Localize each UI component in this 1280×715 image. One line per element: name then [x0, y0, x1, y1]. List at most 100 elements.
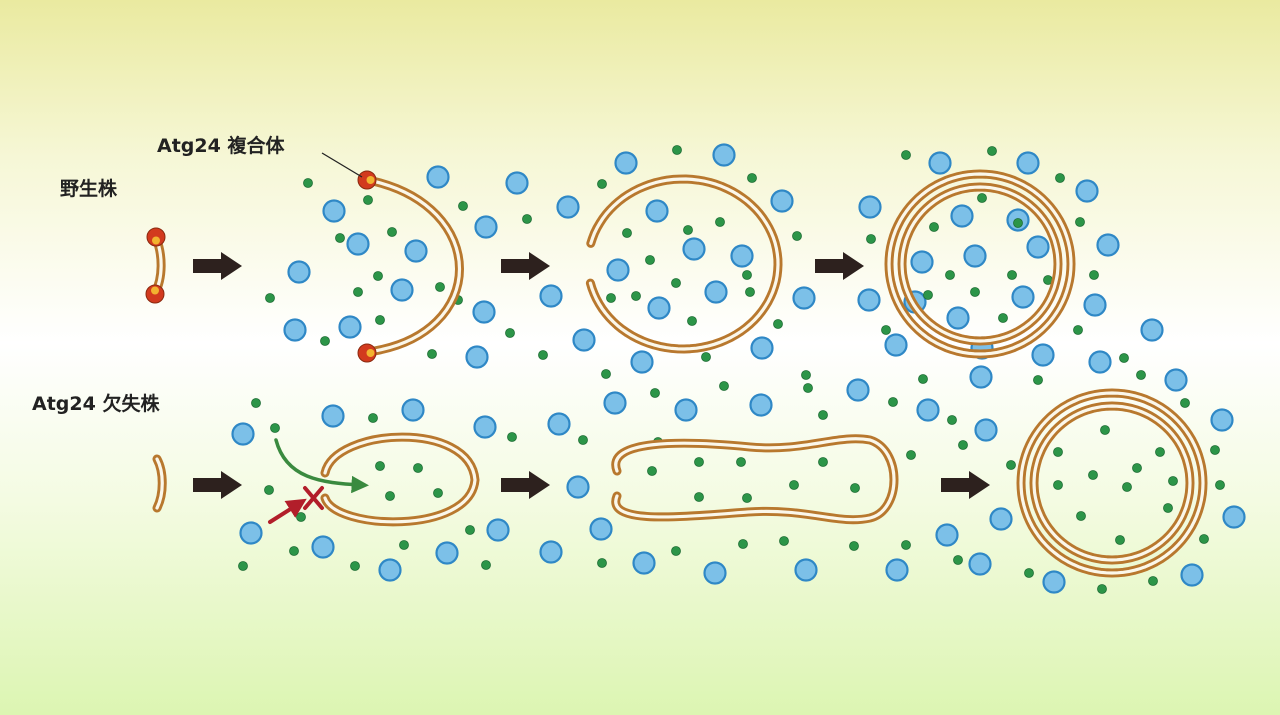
green-dot [578, 435, 588, 445]
green-dot [789, 480, 799, 490]
green-dot [458, 201, 468, 211]
green-dot [687, 316, 697, 326]
green-dot [1115, 535, 1125, 545]
green-dot [953, 555, 963, 565]
green-dot [1006, 460, 1016, 470]
vesicle [950, 204, 974, 228]
green-dot [606, 293, 616, 303]
label-mutant: Atg24 欠失株 [32, 393, 160, 415]
membrane-wt-near-closed-inner [588, 177, 780, 351]
vesicle [287, 260, 311, 284]
vesicle [606, 258, 630, 282]
green-dot [353, 287, 363, 297]
green-dot [742, 270, 752, 280]
green-dot [387, 227, 397, 237]
green-dot [683, 225, 693, 235]
green-dot [303, 178, 313, 188]
green-dot [672, 145, 682, 155]
vesicle [1016, 151, 1040, 175]
green-dot [320, 336, 330, 346]
vesicle [231, 422, 255, 446]
vesicle [539, 540, 563, 564]
vesicle [505, 171, 529, 195]
green-dot [1033, 375, 1043, 385]
green-dot [906, 450, 916, 460]
green-dot [368, 413, 378, 423]
green-dot [433, 488, 443, 498]
vesicle [539, 284, 563, 308]
vesicle [1088, 350, 1112, 374]
green-dot [1136, 370, 1146, 380]
vesicle [703, 561, 727, 585]
green-dot [792, 231, 802, 241]
green-dot [747, 173, 757, 183]
vesicle [486, 518, 510, 542]
vesicle [884, 333, 908, 357]
vesicle [338, 315, 362, 339]
vesicle [311, 535, 335, 559]
complex-cup-top-center [366, 176, 375, 184]
green-dot [818, 410, 828, 420]
vesicle [426, 165, 450, 189]
green-dot [1148, 576, 1158, 586]
membrane-mut-elongated-inner [614, 437, 896, 522]
green-dot [947, 415, 957, 425]
green-dot [238, 561, 248, 571]
vesicle [1180, 563, 1204, 587]
membrane-mut-initial-inner [155, 457, 164, 510]
green-dot [264, 485, 274, 495]
green-dot [375, 315, 385, 325]
green-dot [1155, 447, 1165, 457]
green-dot [671, 546, 681, 556]
green-dot [465, 525, 475, 535]
vesicle [239, 521, 263, 545]
green-dot [1055, 173, 1065, 183]
green-dot [1210, 445, 1220, 455]
green-dot [923, 290, 933, 300]
membrane-mut-small-cup-inner [323, 435, 477, 524]
vesicle [974, 418, 998, 442]
vesicle [346, 232, 370, 256]
green-dot [803, 383, 813, 393]
green-dot [265, 293, 275, 303]
complex-cup-bottom-center [366, 349, 375, 357]
green-dot [647, 466, 657, 476]
green-dot [801, 370, 811, 380]
vesicle [632, 551, 656, 575]
green-dot [1100, 425, 1110, 435]
vesicle [1026, 235, 1050, 259]
vesicle [390, 278, 414, 302]
progress-arrow-mut-2 [501, 471, 550, 499]
green-dot [375, 461, 385, 471]
vesicle [682, 237, 706, 261]
membrane-mut-closed-inner-inner [1032, 404, 1192, 562]
progress-arrow-wt-2 [501, 252, 550, 280]
green-dot [1076, 511, 1086, 521]
green-dot [1088, 470, 1098, 480]
vesicle [1011, 285, 1035, 309]
vesicle [750, 336, 774, 360]
green-dot [1075, 217, 1085, 227]
green-dot [363, 195, 373, 205]
green-dot [435, 282, 445, 292]
vesicle [969, 365, 993, 389]
vesicle [1083, 293, 1107, 317]
green-dot [738, 539, 748, 549]
green-dot [888, 397, 898, 407]
green-dot [373, 271, 383, 281]
vesicle-layer [231, 143, 1246, 594]
arrow-layer [193, 252, 990, 524]
vesicle [946, 306, 970, 330]
label-wild-type: 野生株 [60, 178, 118, 200]
vesicle [858, 195, 882, 219]
vesicle [1164, 368, 1188, 392]
membrane-mut-elongated-outer [611, 434, 899, 525]
green-dot [970, 287, 980, 297]
green-dot [296, 512, 306, 522]
green-dot [597, 558, 607, 568]
vesicle [472, 300, 496, 324]
membrane-layer [150, 169, 1208, 578]
green-dot [1089, 270, 1099, 280]
green-dot [522, 214, 532, 224]
